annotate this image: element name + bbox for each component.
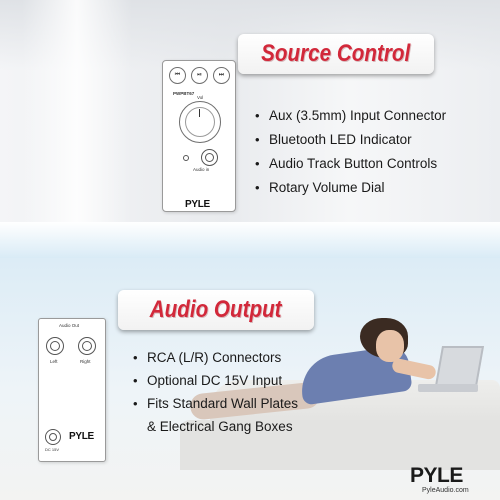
list-item: • Fits Standard Wall Plates [133, 392, 298, 415]
feature-text: Rotary Volume Dial [269, 180, 385, 195]
source-control-panel-illustration: ⏮ ⏯ ⏭ PWPBT67 Vol Audio in PYLE [162, 60, 236, 212]
audio-output-banner: Audio Output [118, 290, 314, 330]
dial-inner-ring [185, 107, 215, 137]
previous-track-icon: ⏮ [169, 67, 186, 84]
laptop-base-illustration [418, 384, 478, 392]
rca-core [82, 341, 92, 351]
divider-band [0, 222, 500, 258]
window-light [22, 0, 132, 222]
dc-jack-icon [45, 429, 61, 445]
bullet-icon: • [255, 132, 260, 147]
model-label: PWPBT67 [173, 91, 195, 96]
source-control-title: Source Control [261, 40, 411, 67]
dial-tick [199, 109, 200, 117]
sofa-seat-illustration [180, 420, 500, 470]
feature-text: RCA (L/R) Connectors [147, 350, 282, 365]
source-control-banner: Source Control [238, 34, 434, 74]
bullet-icon: • [133, 350, 138, 365]
brand-url: PyleAudio.com [422, 487, 469, 494]
list-item: • RCA (L/R) Connectors [133, 346, 298, 369]
audio-out-label: Audio Out [59, 323, 80, 328]
bullet-icon: • [133, 396, 138, 411]
list-item: • Audio Track Button Controls [255, 152, 446, 176]
bullet-icon: • [255, 156, 260, 171]
feature-text: Bluetooth LED Indicator [269, 132, 412, 147]
right-label: Right [80, 359, 91, 364]
bullet-icon: • [133, 373, 138, 388]
jack-core [205, 153, 214, 162]
list-item: • Optional DC 15V Input [133, 369, 298, 392]
next-track-icon: ⏭ [213, 67, 230, 84]
vol-label: Vol [197, 95, 204, 100]
left-label: Left [50, 359, 58, 364]
rca-right-jack-icon [78, 337, 96, 355]
audio-feature-list: • RCA (L/R) Connectors • Optional DC 15V I… [133, 346, 298, 438]
audio-in-label: Audio in [193, 167, 210, 172]
dc-core [49, 433, 57, 441]
feature-text: & Electrical Gang Boxes [147, 419, 293, 434]
list-item: • Bluetooth LED Indicator [255, 128, 446, 152]
audio-output-plate-illustration: Audio Out Left Right DC 15V PYLE [38, 318, 106, 462]
brand-logo: PYLE [410, 464, 463, 487]
source-feature-list: • Aux (3.5mm) Input Connector • Bluetooth … [255, 104, 446, 200]
feature-text: Aux (3.5mm) Input Connector [269, 108, 447, 123]
led-indicator-icon [183, 155, 189, 161]
dc-label: DC 15V [45, 447, 60, 452]
list-item: • Aux (3.5mm) Input Connector [255, 104, 446, 128]
feature-text: Optional DC 15V Input [147, 373, 283, 388]
feature-text: Fits Standard Wall Plates [147, 396, 299, 411]
bullet-icon: • [255, 108, 260, 123]
feature-text: Audio Track Button Controls [269, 156, 438, 171]
volume-dial-icon [179, 101, 221, 143]
bullet-icon: • [255, 180, 260, 195]
remote-logo: PYLE [185, 199, 210, 210]
plate-logo: PYLE [69, 431, 94, 442]
aux-jack-icon [201, 149, 218, 166]
play-pause-icon: ⏯ [191, 67, 208, 84]
audio-output-title: Audio Output [150, 296, 282, 323]
list-item: & Electrical Gang Boxes [133, 415, 298, 438]
rca-left-jack-icon [46, 337, 64, 355]
woman-face-illustration [376, 330, 404, 362]
list-item: • Rotary Volume Dial [255, 176, 446, 200]
rca-core [50, 341, 60, 351]
